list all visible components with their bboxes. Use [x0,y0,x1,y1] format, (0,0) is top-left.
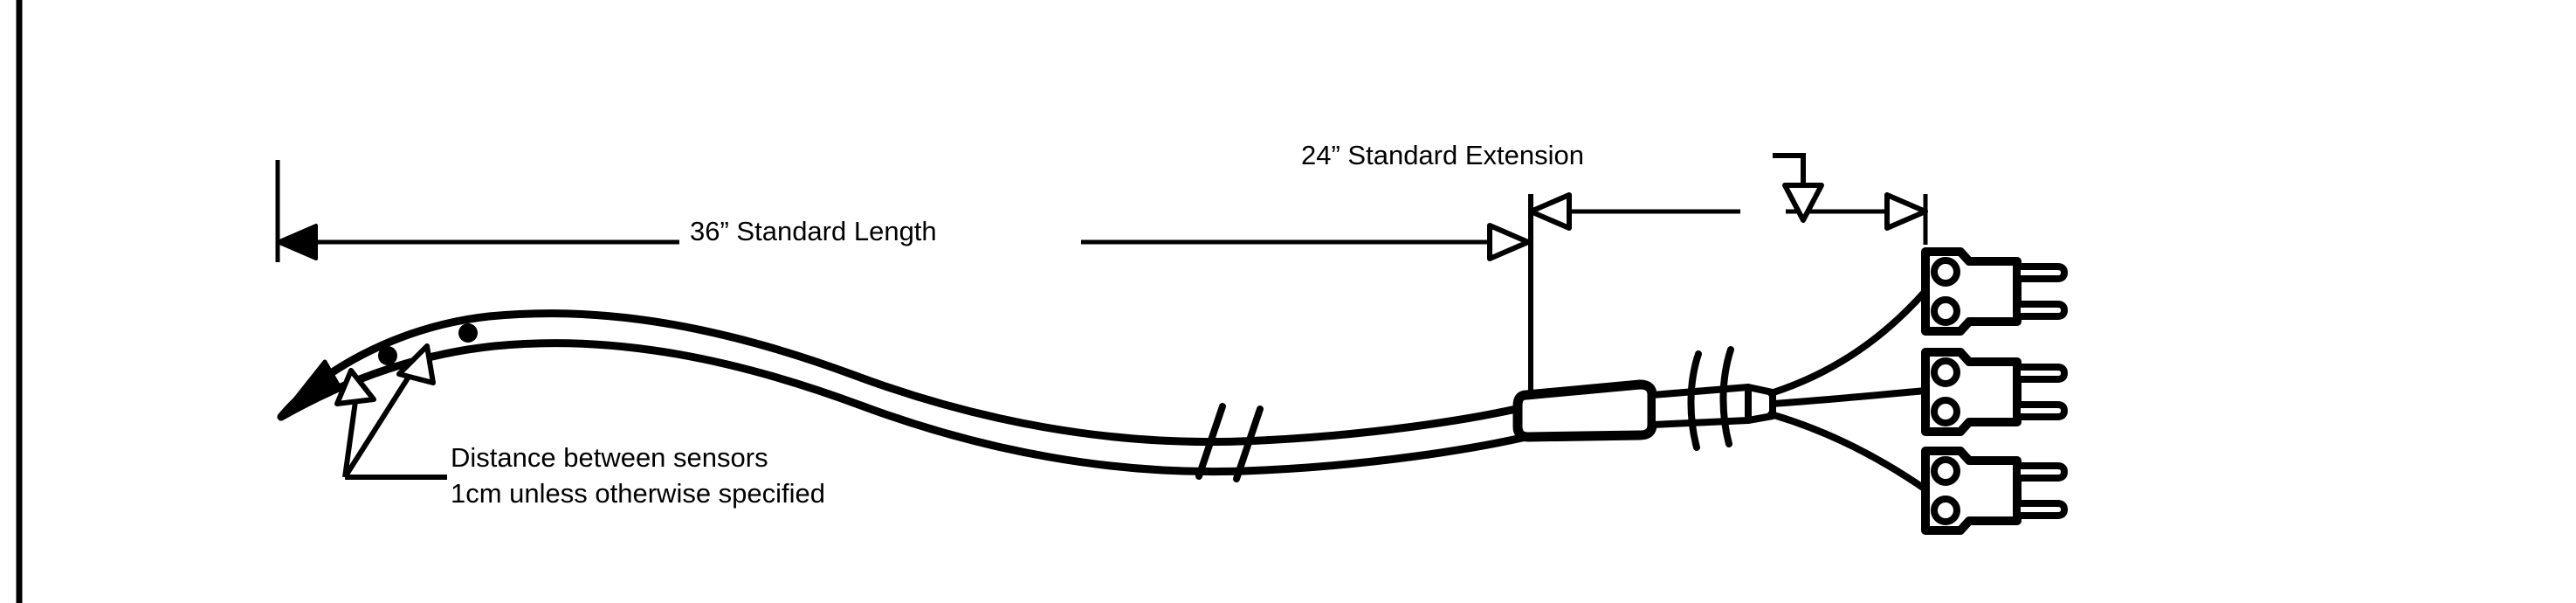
cable-break-mark-2 [1687,346,1734,451]
lead-to-top-connector [1767,288,1929,397]
note-leader-line-2 [342,372,413,479]
connector-bottom[interactable] [1921,447,2068,535]
cable-lower-edge [277,339,1545,476]
sensor-dot-1 [305,378,324,397]
dimension-standard-length [275,160,1531,262]
blade-lower [2014,301,2068,320]
standard-length-label: 36” Standard Length [690,216,937,246]
sensor-note-leaders [334,343,447,480]
pin-hole-upper-icon [1931,357,1960,387]
extension-arrowhead-right [1884,192,1928,231]
pin-hole-lower-icon [1931,397,1960,426]
blade-lower [2014,500,2068,519]
extension-arrowhead-left [1528,192,1572,231]
cable-break-mark-1 [1195,403,1264,482]
dimension-standard-extension [1528,153,1928,409]
pin-hole-lower-icon [1931,296,1960,326]
connector-top[interactable] [1921,247,2068,336]
sensor-spacing-note-line-1: Distance between sensors [451,442,768,473]
sensor-dot-2 [378,346,397,365]
connector-middle[interactable] [1921,348,2068,436]
cable-segment-to-branch [1649,384,1752,428]
arrowhead-left [276,224,318,260]
blade-upper [2014,364,2068,383]
sensor-spacing-note-line-2: 1cm unless otherwise specified [451,478,826,509]
blade-upper [2014,263,2068,282]
lead-to-middle-connector [1769,387,1929,407]
extension-label-leader-arrowhead [1782,183,1824,223]
note-leader-arrowhead-1 [334,368,376,406]
extension-sleeve [1512,379,1657,442]
pin-hole-lower-icon [1931,496,1960,525]
pin-hole-upper-icon [1931,257,1960,287]
pin-hole-upper-icon [1931,456,1960,486]
note-leader-line-1 [342,394,359,478]
sensor-spacing-note: Distance between sensors 1cm unless othe… [451,440,825,511]
lead-to-bottom-connector [1767,411,1929,493]
blade-lower [2014,401,2068,420]
note-leader-arrowhead-2 [396,343,436,385]
blade-upper [2014,462,2068,482]
cable-upper-edge [277,309,1543,447]
standard-extension-label: 24” Standard Extension [1301,140,1584,170]
extension-label-leader [1773,153,1806,188]
probe-cable-assembly [277,288,1929,493]
arrowhead-right [1487,223,1531,261]
sensor-dot-3 [458,323,478,343]
